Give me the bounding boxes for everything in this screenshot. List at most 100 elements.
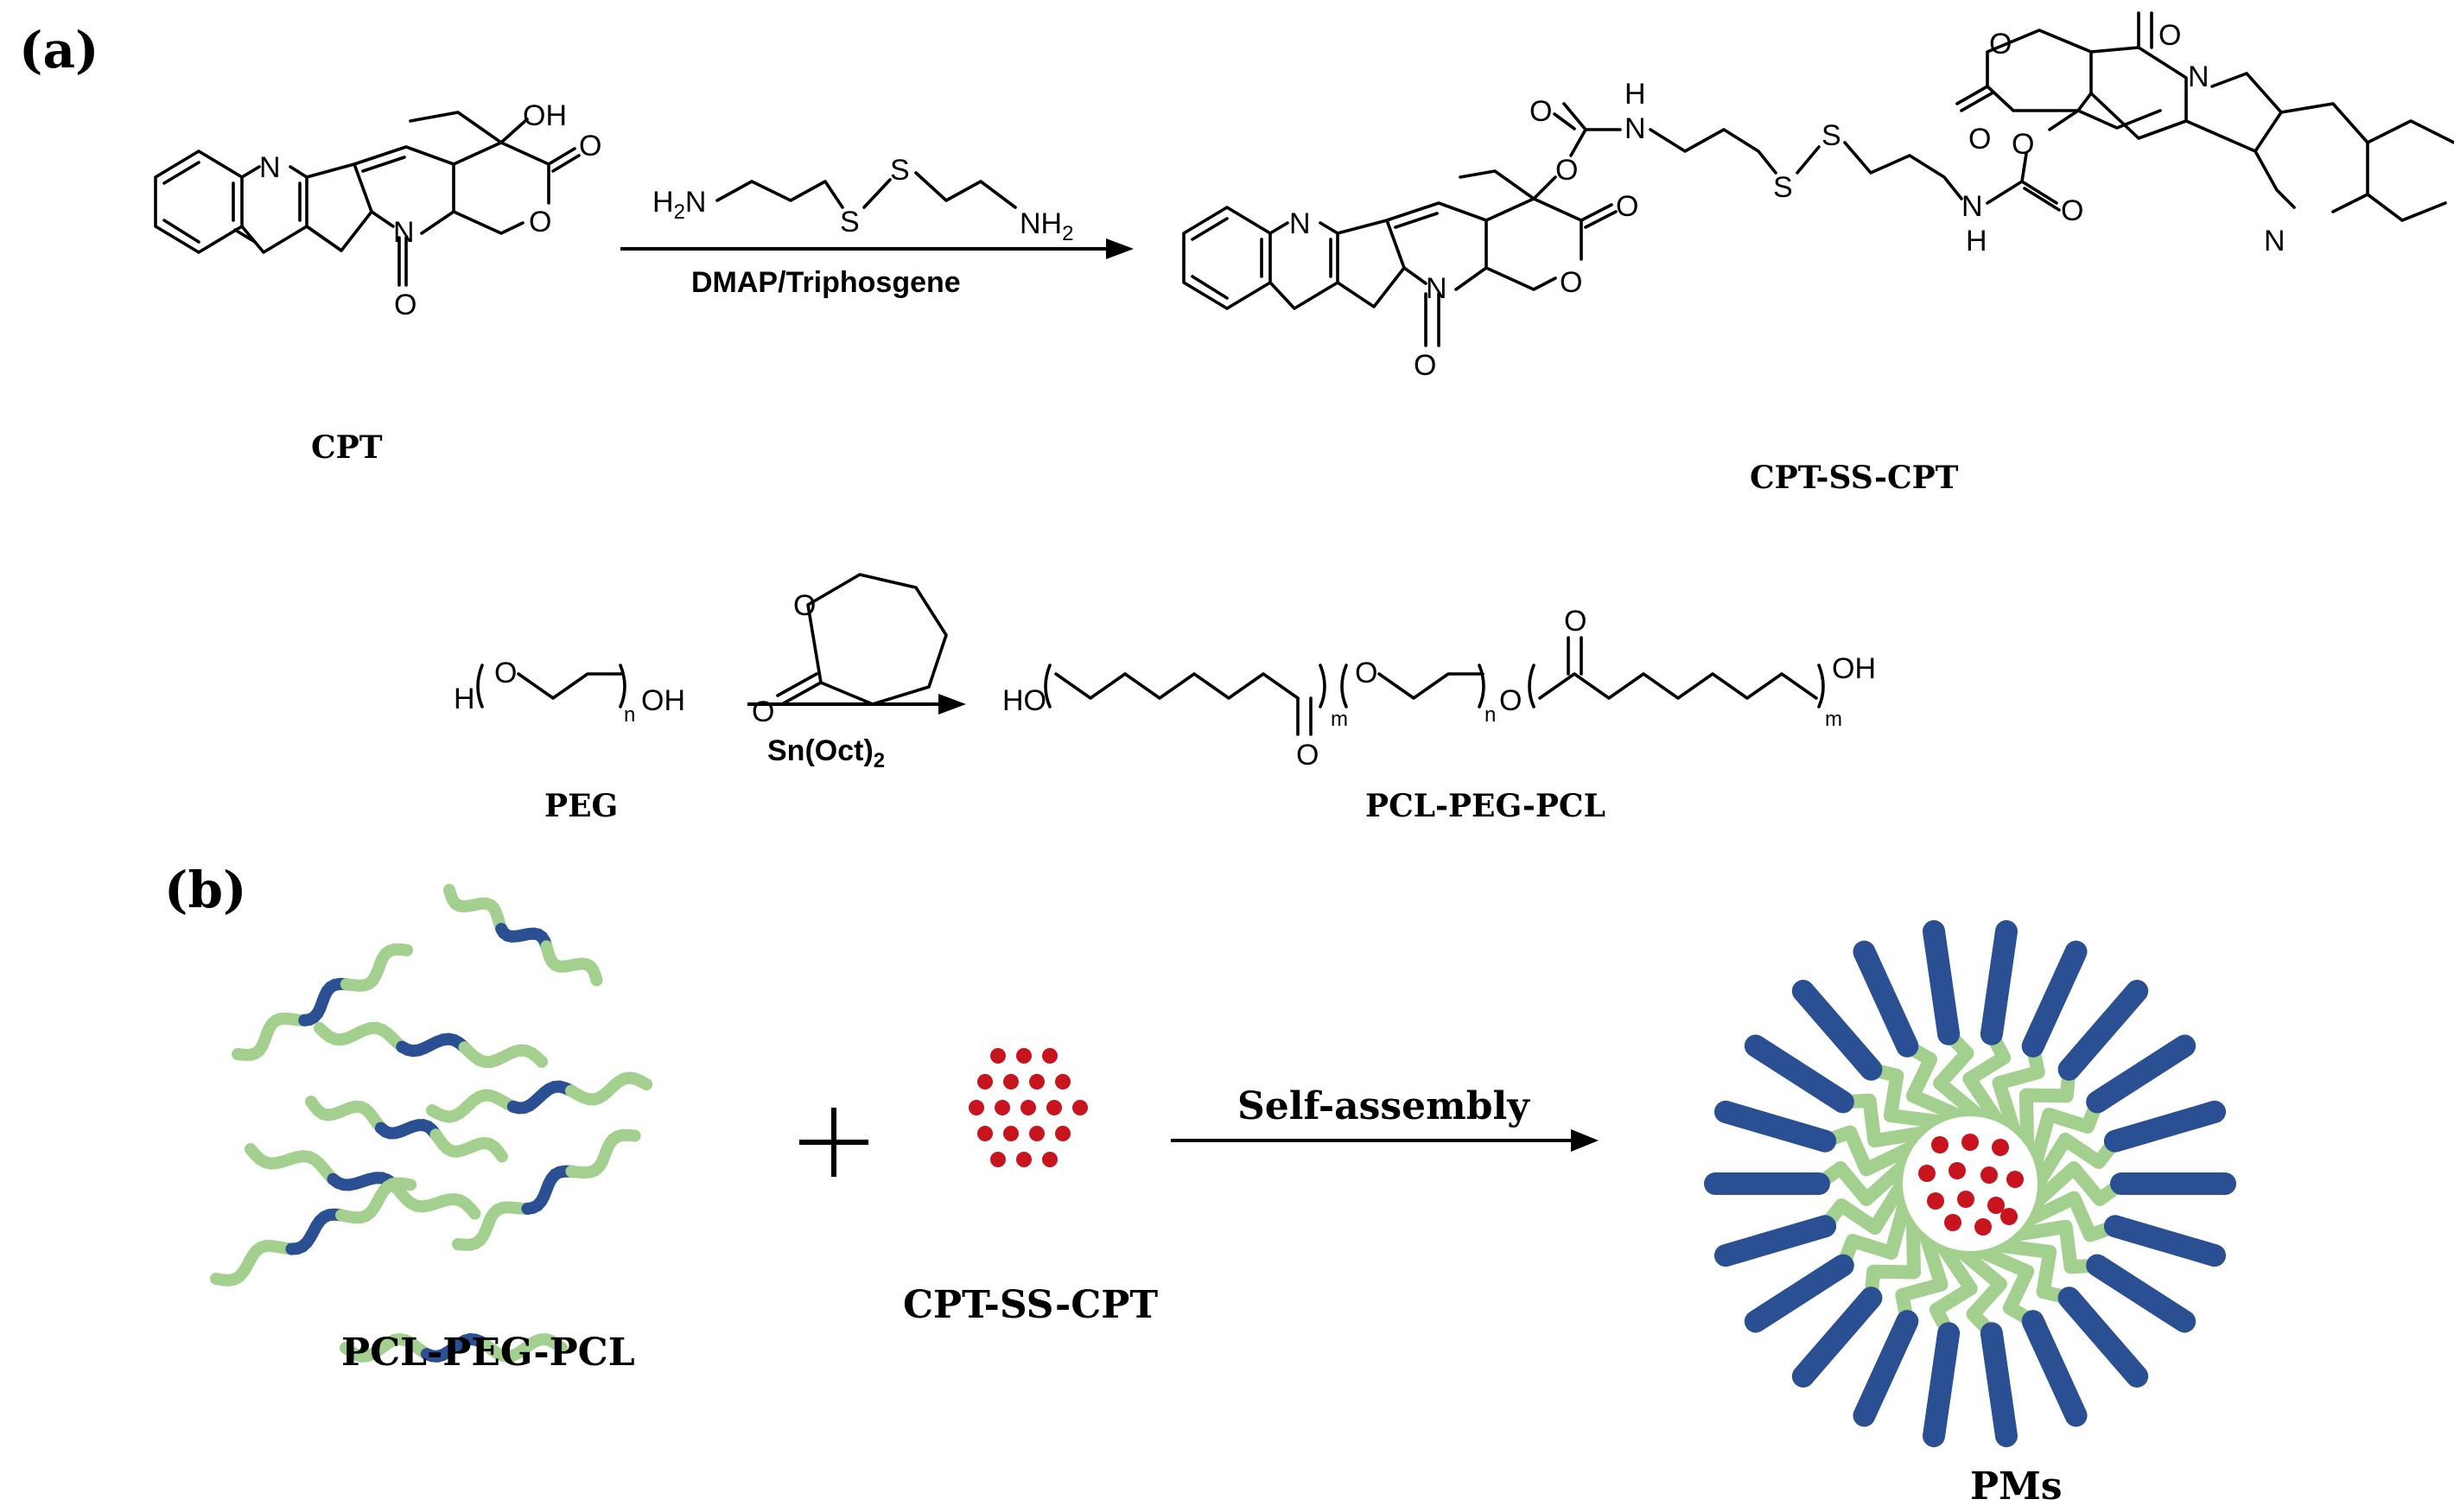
pcl-segment: [340, 1332, 433, 1363]
encapsulated-drug: [1931, 1136, 1949, 1153]
cystamine-h2n: H2N: [652, 186, 706, 224]
left-lactone-o: O: [1616, 190, 1638, 223]
micelle-core-block: [1835, 1093, 1928, 1153]
cpt-ketone-o: O: [394, 289, 416, 321]
drug-molecule: [990, 1152, 1006, 1167]
encapsulated-drug: [1944, 1214, 1961, 1231]
right-ester-o: O: [2012, 128, 2034, 161]
cystamine-s1: S: [840, 206, 860, 238]
copolymer-o2: O: [1355, 657, 1377, 689]
peg-segment: [285, 1208, 347, 1255]
micelle-corona-block: [2021, 1310, 2088, 1427]
micelle-corona-block: [1853, 1310, 1919, 1427]
copolymer-n: n: [1484, 703, 1496, 727]
micelle-corona-block: [1713, 1215, 1837, 1267]
drug-molecule: [1055, 1126, 1071, 1141]
pcl-segment: [540, 940, 603, 987]
cpt-ss-cpt-structure: N N O O O O O N H S S N H O O O O O: [1182, 11, 2454, 382]
pcl-segment: [565, 1071, 653, 1106]
left-ring-o: O: [1560, 266, 1582, 299]
peg-segment: [374, 1119, 442, 1141]
cpt-pyridone-n: N: [393, 216, 415, 249]
linker-n-left: N: [1624, 112, 1646, 145]
micelle-core-block: [2025, 1191, 2122, 1242]
linker-h-right: H: [1966, 225, 1987, 257]
cpt-carbonyl-o: O: [579, 130, 601, 162]
drug-molecule: [990, 1048, 1006, 1064]
encapsulated-drug: [1918, 1165, 1936, 1182]
copolymer-o3: O: [1499, 684, 1522, 717]
pcl-peg-pcl-caption-a: PCL-PEG-PCL: [1365, 788, 1605, 824]
copolymer-o1: O: [1296, 739, 1319, 772]
encapsulated-drug: [1961, 1134, 1979, 1151]
encapsulated-drug: [2000, 1208, 2018, 1225]
right-pyridone-n: N: [2188, 60, 2209, 93]
reaction-conditions-2: Sn(Oct)2: [767, 734, 885, 772]
micelle-corona-block: [1791, 1286, 1883, 1388]
micelle-corona-block: [1713, 1100, 1837, 1153]
polymeric-micelle: [1704, 920, 2236, 1447]
pcl-peg-pcl-caption-b: PCL-PEG-PCL: [341, 1331, 635, 1375]
micelle-core-block: [2029, 1132, 2122, 1186]
micelle-caption: PMs: [1970, 1464, 2063, 1509]
pcl-segment: [245, 1143, 340, 1185]
encapsulated-drug: [1957, 1191, 1974, 1208]
cpt-ss-cpt-caption: CPT-SS-CPT: [1750, 460, 1959, 496]
drug-molecule: [1042, 1048, 1058, 1064]
encapsulated-drug: [1927, 1192, 1944, 1210]
pcl-segment: [458, 1041, 549, 1069]
encapsulated-drug: [1987, 1197, 2005, 1214]
reaction-arrow-2-head: [938, 694, 966, 715]
cystamine-reagent: H2N S S NH2: [652, 154, 1073, 245]
pcl-segment: [429, 1128, 508, 1163]
left-ester-o: O: [1555, 154, 1578, 187]
encapsulated-drug: [1974, 1218, 1992, 1236]
assembly-arrow-head: [1571, 1129, 1599, 1152]
micelle-core-block: [1812, 1161, 1908, 1206]
panel-a-label: (a): [19, 21, 99, 79]
peg-oh: OH: [641, 684, 685, 717]
cpt-ss-cpt-caption-b: CPT-SS-CPT: [903, 1283, 1158, 1327]
left-pyridone-n: N: [1426, 272, 1447, 305]
micelle-core-block: [1977, 1239, 2040, 1329]
monomer-ring-o: O: [793, 589, 816, 622]
drug-molecule: [1016, 1152, 1032, 1167]
pcl-segment: [305, 1096, 387, 1134]
micelle-corona-block: [1853, 940, 1919, 1058]
copolymer-m2: m: [1825, 708, 1842, 731]
micelle-corona-block: [1980, 1322, 2018, 1447]
micelle-core-block: [1996, 1229, 2076, 1306]
cystamine-s2: S: [890, 154, 910, 187]
drug-molecule: [1003, 1126, 1019, 1141]
encapsulated-drug: [2006, 1171, 2024, 1188]
reaction-arrow-1-head: [1106, 238, 1134, 259]
micelle-corona-block: [2021, 940, 2088, 1058]
pcl-segment: [452, 1201, 534, 1251]
encapsulated-drug: [1980, 1166, 1998, 1184]
monomer-carbonyl-o: O: [752, 696, 774, 728]
polymer-chains: [210, 884, 653, 1363]
linker-s2: S: [1821, 119, 1841, 152]
cpt-caption: CPT: [311, 429, 383, 466]
linker-carbonyl-o-left: O: [1529, 95, 1552, 128]
micelle-corona-block: [2057, 980, 2149, 1081]
micelle-core-block: [1818, 1181, 1911, 1236]
micelle-corona-block: [1744, 1254, 1854, 1333]
copolymer-m1: m: [1331, 708, 1348, 731]
drug-molecule: [1072, 1100, 1088, 1115]
micelle-corona-block: [1791, 980, 1883, 1081]
micelle-corona-block: [2103, 1100, 2227, 1153]
micelle-core-block: [1929, 1242, 1978, 1341]
micelle-core-block: [1962, 1026, 2012, 1125]
peg-segment: [521, 1165, 578, 1215]
left-ketone-o: O: [1414, 349, 1436, 382]
peg-structure: H O n OH: [454, 657, 685, 727]
encapsulated-drug: [1992, 1139, 2009, 1156]
right-ring-o: O: [1989, 28, 2012, 60]
micelle-core-block: [1992, 1039, 2045, 1134]
peg-segment: [420, 1333, 493, 1363]
cpt-structure: OH O O O N N: [154, 99, 601, 321]
peg-segment: [396, 1032, 471, 1058]
